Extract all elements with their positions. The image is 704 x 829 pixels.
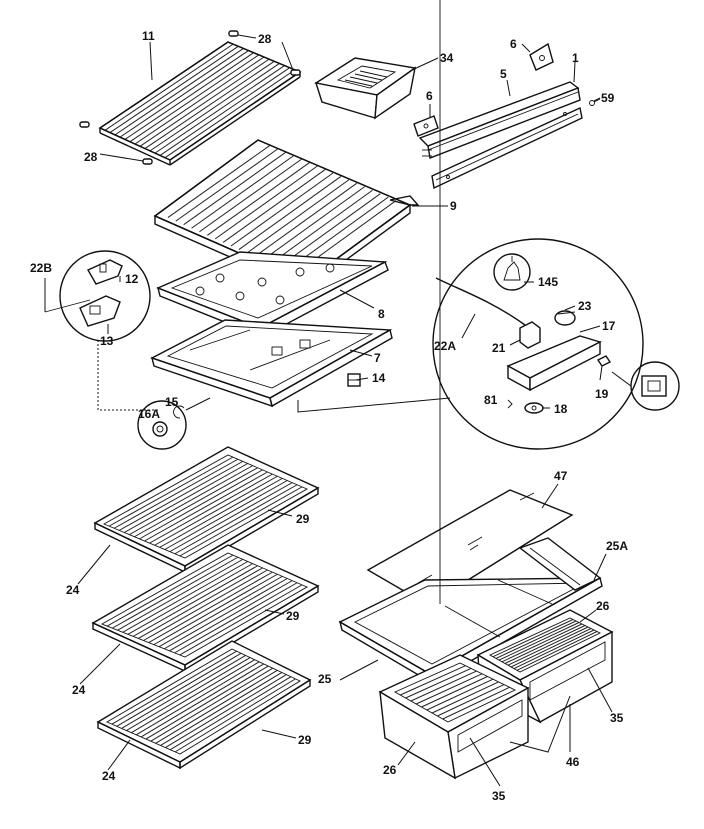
label-18: 18 xyxy=(554,402,568,416)
clip-28 xyxy=(79,30,301,165)
label-26: 26 xyxy=(596,599,610,613)
label-28: 28 xyxy=(84,150,98,164)
label-25a: 25A xyxy=(606,539,628,553)
label-59: 59 xyxy=(601,91,615,105)
label-14: 14 xyxy=(372,371,386,385)
label-25: 25 xyxy=(318,672,332,686)
inset-damper xyxy=(44,250,151,342)
tray-8 xyxy=(156,251,389,339)
label-46: 46 xyxy=(566,755,580,769)
label-81: 81 xyxy=(484,393,498,407)
cover-7 xyxy=(150,319,393,408)
bracket-6 xyxy=(413,42,554,137)
label-22a: 22A xyxy=(434,339,456,353)
label-17: 17 xyxy=(602,319,616,333)
label-6: 6 xyxy=(510,37,517,51)
label-6: 6 xyxy=(426,89,433,103)
label-28: 28 xyxy=(258,32,272,46)
label-23: 23 xyxy=(578,299,592,313)
label-5: 5 xyxy=(500,67,507,81)
callout-labels: 11 28 28 34 6 5 1 59 6 9 22B 12 13 8 7 1… xyxy=(30,29,628,803)
label-7: 7 xyxy=(374,351,381,365)
label-21: 21 xyxy=(492,341,506,355)
label-29: 29 xyxy=(298,733,312,747)
label-29: 29 xyxy=(286,609,300,623)
drawer-left xyxy=(378,654,530,780)
label-12: 12 xyxy=(125,272,139,286)
label-34: 34 xyxy=(440,51,454,65)
label-47: 47 xyxy=(554,469,568,483)
inset-thermostat xyxy=(432,238,644,450)
label-8: 8 xyxy=(378,307,385,321)
screw-59 xyxy=(589,98,601,106)
rail-5-1 xyxy=(418,81,583,190)
label-16a: 16A xyxy=(138,407,160,421)
label-26: 26 xyxy=(383,763,397,777)
label-35: 35 xyxy=(610,711,624,725)
label-11: 11 xyxy=(142,29,155,43)
glass-shelf-29-top xyxy=(93,446,320,574)
label-15: 15 xyxy=(165,395,179,409)
label-24: 24 xyxy=(66,583,80,597)
leader-lines xyxy=(44,34,613,787)
label-35: 35 xyxy=(492,789,506,803)
switch-part xyxy=(611,361,680,411)
wire-shelf-11 xyxy=(98,41,302,166)
glass-shelf-29-mid xyxy=(91,544,320,673)
glass-shelf-29-bot xyxy=(96,640,312,770)
basket-34 xyxy=(314,57,417,120)
label-29: 29 xyxy=(296,512,310,526)
connector-lines xyxy=(97,340,451,413)
label-24: 24 xyxy=(72,683,86,697)
label-22b: 22B xyxy=(30,261,52,275)
label-13: 13 xyxy=(100,334,114,348)
label-19: 19 xyxy=(595,387,609,401)
label-1: 1 xyxy=(572,51,579,65)
label-145: 145 xyxy=(538,275,558,289)
label-9: 9 xyxy=(450,199,457,213)
crisper-frame-25 xyxy=(338,0,603,685)
inset-knob xyxy=(137,400,187,450)
label-24: 24 xyxy=(102,769,116,783)
